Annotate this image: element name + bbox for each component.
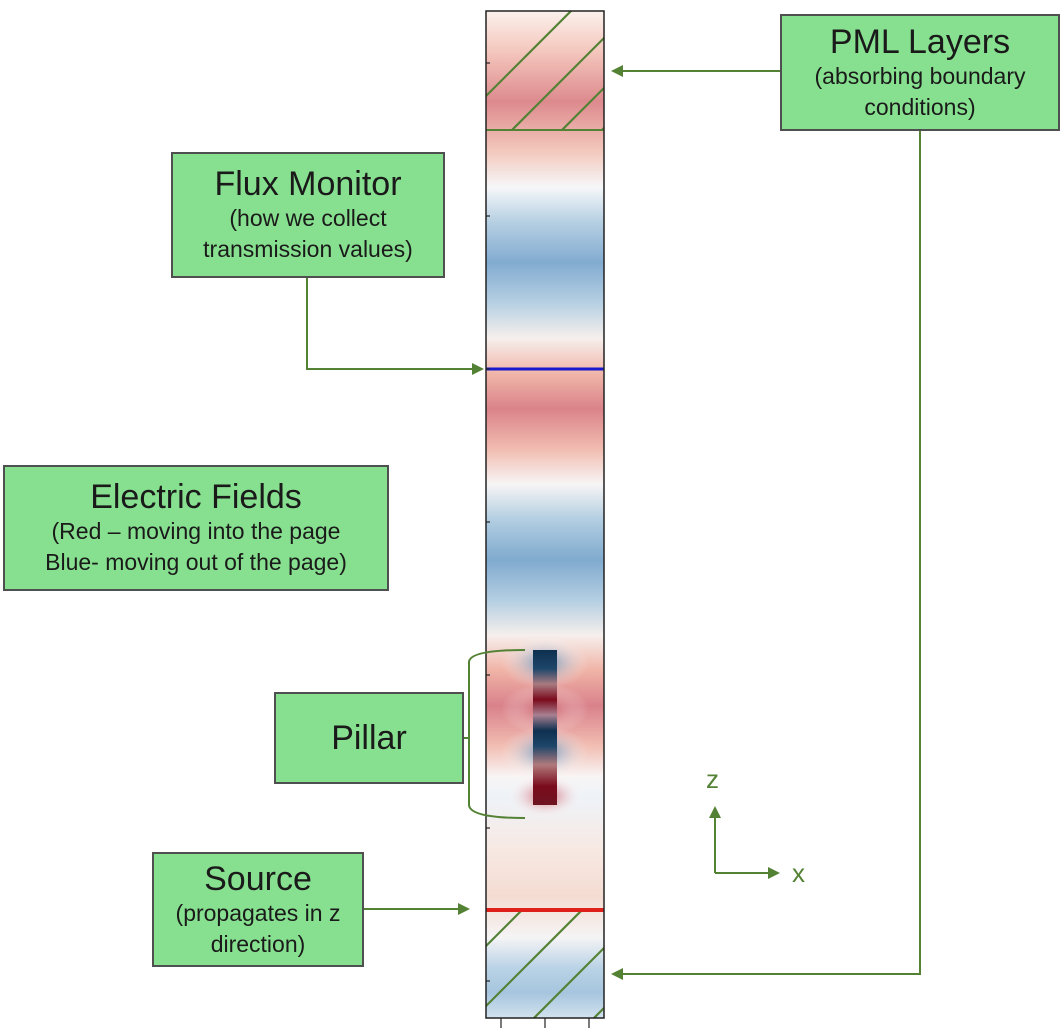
flux-monitor-title: Flux Monitor <box>214 165 402 203</box>
pml-top-hatch <box>486 11 604 130</box>
x-axis-label: x <box>792 858 805 888</box>
electric-fields-line-2: Blue- moving out of the page) <box>45 549 347 575</box>
field-region <box>486 11 604 1018</box>
z-axis-label: z <box>706 764 719 794</box>
source-line-2: direction) <box>210 930 306 957</box>
flux-monitor-label: Flux Monitor (how we collect transmissio… <box>171 152 445 278</box>
pillar <box>533 650 557 805</box>
flux-monitor-line-1: (how we collect <box>229 205 387 231</box>
pml-layers-label: PML Layers (absorbing boundary condition… <box>780 14 1060 131</box>
axis-ticks <box>486 62 590 1028</box>
source-label: Source (propagates in z direction) <box>152 852 364 967</box>
flux-monitor-line-2: transmission values) <box>203 236 413 262</box>
electric-fields-label: Electric Fields (Red – moving into the p… <box>3 465 389 591</box>
flux-monitor-arrow <box>306 278 484 375</box>
pml-bottom-hatch <box>486 911 604 1018</box>
source-title: Source <box>204 859 312 898</box>
source-line-1: (propagates in z <box>175 899 341 926</box>
pml-layers-line-1: (absorbing boundary <box>814 62 1026 89</box>
pillar-label: Pillar <box>274 692 464 784</box>
pml-layers-line-2: conditions) <box>864 93 976 120</box>
pml-layers-title: PML Layers <box>829 22 1011 61</box>
electric-fields-title: Electric Fields <box>90 478 302 516</box>
pillar-title: Pillar <box>331 719 407 757</box>
pml-bottom-arrow <box>611 131 921 980</box>
pillar-bracket <box>468 649 526 819</box>
electric-fields-line-1: (Red – moving into the page <box>51 518 341 544</box>
